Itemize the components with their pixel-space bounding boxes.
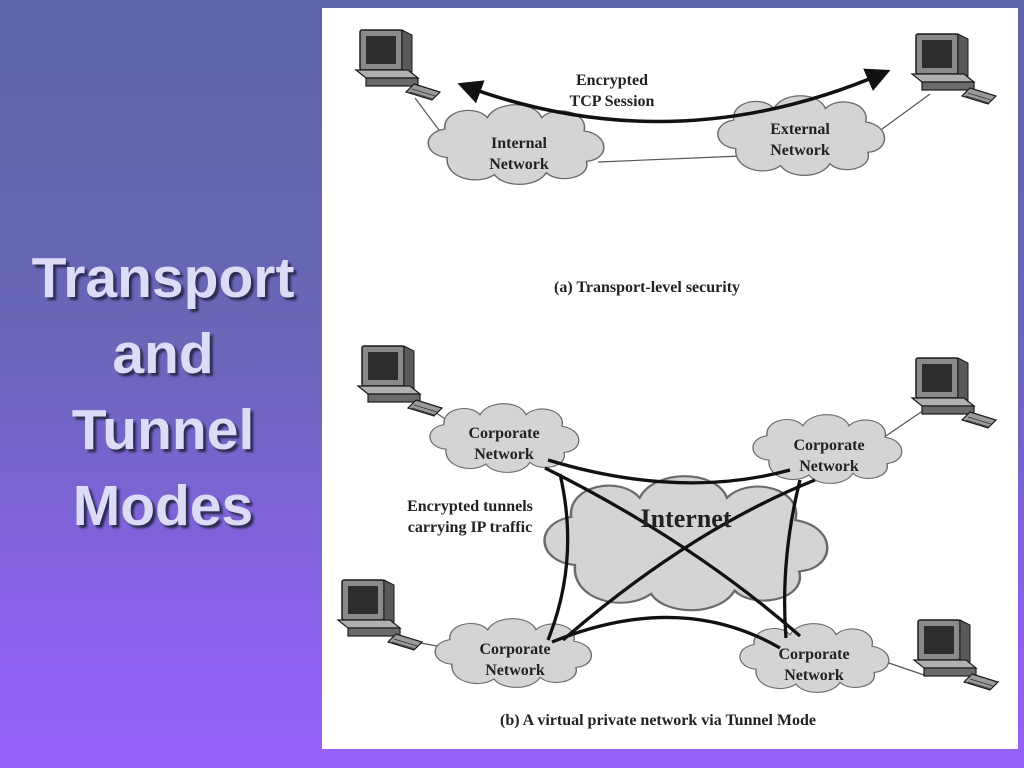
internet-label: Internet (641, 504, 732, 533)
tunnels-label-line-1: Encrypted tunnels (407, 498, 533, 515)
computer-icon (911, 357, 997, 429)
external-network-label-line-1: External (770, 121, 830, 138)
internal-network-label-line-1: Internal (491, 135, 548, 152)
title-line-3: Tunnel (71, 398, 255, 462)
transport-diagram: Encrypted TCP Session Internal Network E… (355, 29, 997, 296)
corporate-network-label-line-2: Network (799, 458, 859, 475)
tunnel-path (546, 473, 570, 641)
link-line (597, 155, 743, 163)
computer-icon (357, 345, 443, 417)
corporate-network-label-line-1: Corporate (468, 425, 539, 442)
tunnel-path (561, 478, 816, 642)
corporate-network-label-line-1: Corporate (778, 646, 849, 663)
tunnel-path (544, 466, 802, 638)
network-diagram: Encrypted TCP Session Internal Network E… (337, 29, 999, 729)
corporate-network-label-line-1: Corporate (793, 437, 864, 454)
tunnel-path (782, 479, 802, 639)
transport-caption: (a) Transport-level security (554, 279, 740, 296)
computer-icon (911, 33, 997, 105)
title-line-4: Modes (72, 474, 254, 538)
corporate-network-label-line-2: Network (485, 662, 545, 679)
title-line-1: Transport (31, 246, 295, 310)
computer-icon (355, 29, 441, 101)
encrypted-tunnels (544, 458, 816, 650)
slide-title: Transport and Tunnel Modes (8, 240, 318, 544)
session-label-line-1: Encrypted (576, 72, 648, 89)
figure-panel: Encrypted TCP Session Internal Network E… (322, 8, 1018, 749)
computer-icon (337, 579, 423, 651)
corporate-network-label-line-2: Network (474, 446, 534, 463)
computer-icon (913, 619, 999, 691)
encrypted-session-arrow (457, 68, 891, 124)
corporate-network-label-line-2: Network (784, 667, 844, 684)
title-line-2: and (112, 322, 214, 386)
internal-network-label-line-2: Network (489, 156, 549, 173)
link-line (877, 93, 931, 133)
session-label-line-2: TCP Session (570, 93, 655, 110)
tunnels-label-line-2: carrying IP traffic (408, 519, 532, 536)
tunnel-diagram: Internet Encrypted tunnels carrying IP t… (337, 345, 999, 729)
external-network-label-line-2: Network (770, 142, 830, 159)
tunnel-caption: (b) A virtual private network via Tunnel… (500, 712, 816, 729)
tunnel-path (547, 458, 791, 485)
corporate-network-label-line-1: Corporate (479, 641, 550, 658)
link-line (879, 409, 925, 441)
tunnel-path (551, 615, 781, 650)
